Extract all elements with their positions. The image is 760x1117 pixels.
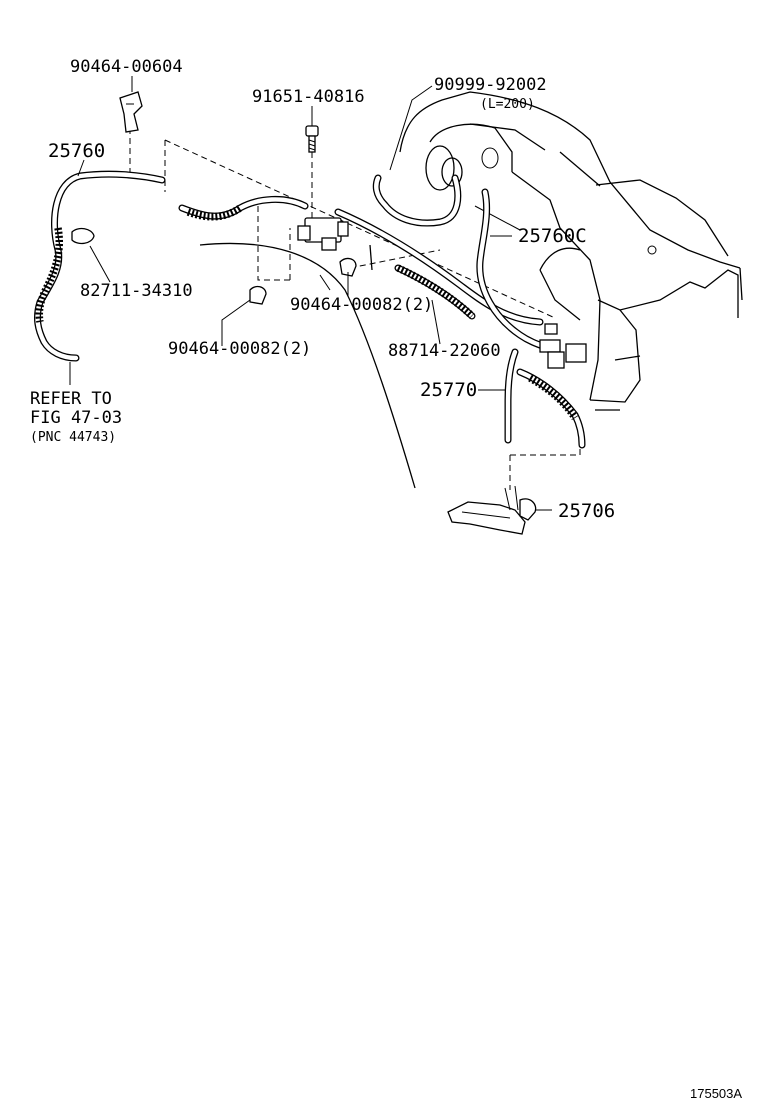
bolt-91651 — [305, 125, 319, 153]
vacuum-hoses — [33, 170, 586, 449]
label-refer-2: FIG 47-03 — [30, 408, 122, 428]
label-refer-1: REFER TO — [30, 389, 112, 409]
label-clip-top: 90464-00604 — [70, 57, 183, 77]
body-panel-lines — [199, 205, 521, 489]
leader-lines — [69, 76, 552, 511]
vsv-valve — [297, 217, 349, 251]
label-clip-mid: 90464-00082(2) — [290, 295, 433, 315]
label-bracket: 25706 — [558, 500, 615, 522]
label-pipe: 25770 — [420, 379, 477, 401]
label-hose-c: 25760C — [518, 225, 587, 247]
label-hose-length: (L=200) — [480, 97, 535, 112]
figure-id: 175503A — [690, 1086, 742, 1101]
bracket-25706 — [447, 485, 537, 535]
clip-lower — [249, 285, 267, 305]
clip-mid — [339, 257, 357, 277]
label-sleeve: 88714-22060 — [388, 341, 501, 361]
connector-right — [539, 323, 587, 369]
intake-manifold-outline — [399, 91, 743, 411]
part-labels: 90464-00604 91651-40816 90999-92002 (L=2… — [30, 57, 742, 1101]
clamp-82711-34310 — [71, 227, 95, 245]
label-refer-3: (PNC 44743) — [30, 430, 116, 445]
clip-90464-00604 — [119, 91, 143, 133]
label-hose-left: 25760 — [48, 140, 105, 162]
label-bolt: 91651-40816 — [252, 87, 365, 107]
label-clamp: 82711-34310 — [80, 281, 193, 301]
label-clip-lower: 90464-00082(2) — [168, 339, 311, 359]
label-hose-top-right: 90999-92002 — [434, 75, 547, 95]
